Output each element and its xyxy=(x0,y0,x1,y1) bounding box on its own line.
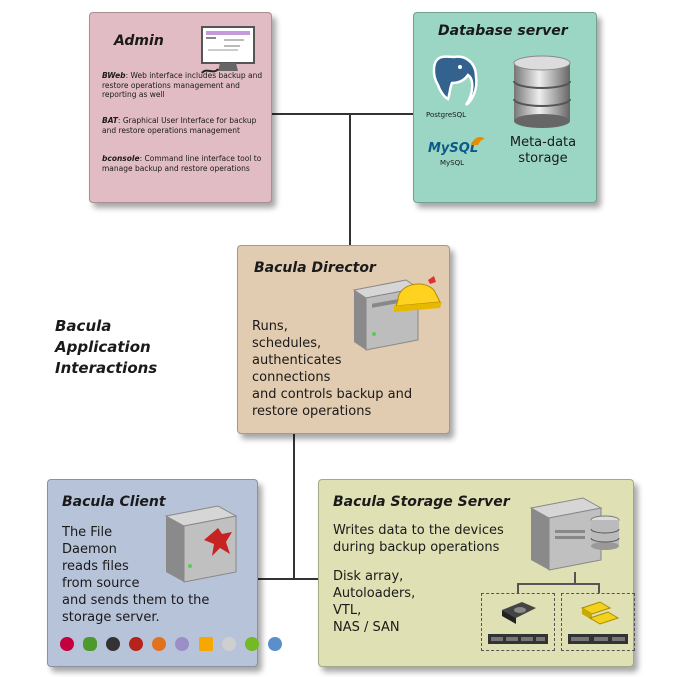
device-connector xyxy=(517,583,519,593)
page-title: Bacula Application Interactions xyxy=(55,316,157,379)
desc-line: storage server. xyxy=(62,610,160,625)
admin-item-name: bconsole xyxy=(102,154,140,163)
admin-item-bconsole: bconsole: Command line interface tool to… xyxy=(102,154,264,173)
storage-server-icon xyxy=(529,497,620,571)
admin-box: Admin BWeb: Web interface includes backu… xyxy=(89,12,272,203)
admin-item-name: BWeb xyxy=(102,71,126,80)
storage-description-devices: Disk array, Autoloaders, VTL, NAS / SAN xyxy=(333,568,473,636)
connector-to-director xyxy=(349,113,351,245)
director-box: Bacula Director Runs, schedules, authent… xyxy=(237,245,450,434)
gentoo-icon xyxy=(175,637,190,651)
desc-line: and sends them to the xyxy=(62,593,210,608)
windows-icon xyxy=(198,637,213,651)
client-description: The File Daemon reads files from source … xyxy=(62,524,252,626)
database-box: Database server PostgreSQL MySQL MySQL M… xyxy=(413,12,597,203)
opensuse-icon xyxy=(244,637,259,651)
device-connector xyxy=(598,583,600,593)
connector-admin-database xyxy=(272,113,418,115)
storage-title: Bacula Storage Server xyxy=(333,494,510,510)
monitor-icon xyxy=(201,26,255,74)
desc-line: connections xyxy=(252,370,331,385)
storage-label-line: storage xyxy=(518,151,568,166)
mysql-logo: MySQL xyxy=(428,141,479,156)
desc-line: Writes data to the devices xyxy=(333,523,504,538)
admin-item-bat: BAT: Graphical User Interface for backup… xyxy=(102,116,264,135)
tape-library-icon xyxy=(568,634,628,644)
storage-label-line: Meta-data xyxy=(509,135,577,150)
database-storage-icon xyxy=(513,55,571,128)
client-title: Bacula Client xyxy=(62,494,166,510)
desc-line: reads files xyxy=(62,559,129,574)
connector-director-down xyxy=(293,434,295,580)
director-description: Runs, schedules, authenticates connectio… xyxy=(252,318,442,420)
client-box: Bacula Client The File Daemon reads file… xyxy=(47,479,282,667)
title-line: Bacula xyxy=(55,317,112,335)
desc-line: Daemon xyxy=(62,542,117,557)
desc-line: during backup operations xyxy=(333,540,500,555)
ubuntu-icon xyxy=(106,637,121,651)
database-title: Database server xyxy=(438,23,568,39)
tape-device xyxy=(561,593,635,651)
storage-box: Bacula Storage Server Writes data to the… xyxy=(318,479,635,667)
admin-item-bweb: BWeb: Web interface includes backup and … xyxy=(102,71,264,100)
apple-icon xyxy=(221,637,236,651)
mandriva-icon xyxy=(152,637,167,651)
hard-disk-icon xyxy=(502,602,536,624)
postgresql-label: PostgreSQL xyxy=(426,111,466,119)
desc-line: schedules, xyxy=(252,336,322,351)
suse-icon xyxy=(83,637,98,651)
desc-line: from source xyxy=(62,576,140,591)
mysql-label: MySQL xyxy=(440,159,465,167)
admin-item-text: : Graphical User Interface for backup an… xyxy=(102,116,257,135)
client-server-icon xyxy=(164,505,238,583)
desc-line: The File xyxy=(62,525,113,540)
centos-icon xyxy=(267,637,282,651)
admin-title: Admin xyxy=(114,33,164,49)
os-icons-row xyxy=(60,636,286,655)
desc-line: restore operations xyxy=(252,404,372,419)
desc-line: Runs, xyxy=(252,319,288,334)
title-line: Application xyxy=(55,338,151,356)
director-server-icon xyxy=(352,276,442,351)
metadata-storage-label: Meta-data storage xyxy=(504,135,582,167)
freebsd-icon xyxy=(129,637,144,651)
disk-device xyxy=(481,593,555,651)
postgresql-elephant-icon xyxy=(432,55,478,107)
desc-line: NAS / SAN xyxy=(333,620,400,635)
storage-description-writes: Writes data to the devices during backup… xyxy=(333,522,553,556)
desc-line: Disk array, xyxy=(333,569,404,584)
debian-icon xyxy=(60,637,74,651)
connector-client-storage xyxy=(258,578,320,580)
director-title: Bacula Director xyxy=(254,260,376,276)
desc-line: Autoloaders, xyxy=(333,586,416,601)
desc-line: VTL, xyxy=(333,603,362,618)
admin-item-text: : Command line interface tool to manage … xyxy=(102,154,262,173)
admin-item-text: : Web interface includes backup and rest… xyxy=(102,71,263,99)
desc-line: and controls backup and xyxy=(252,387,413,402)
dolphin-icon xyxy=(471,137,485,145)
device-connector xyxy=(517,583,599,585)
desc-line: authenticates xyxy=(252,353,342,368)
device-connector xyxy=(574,572,576,584)
admin-item-name: BAT xyxy=(102,116,118,125)
disk-rack-icon xyxy=(488,634,548,644)
title-line: Interactions xyxy=(55,359,158,377)
tape-cartridge-icon xyxy=(580,601,620,625)
